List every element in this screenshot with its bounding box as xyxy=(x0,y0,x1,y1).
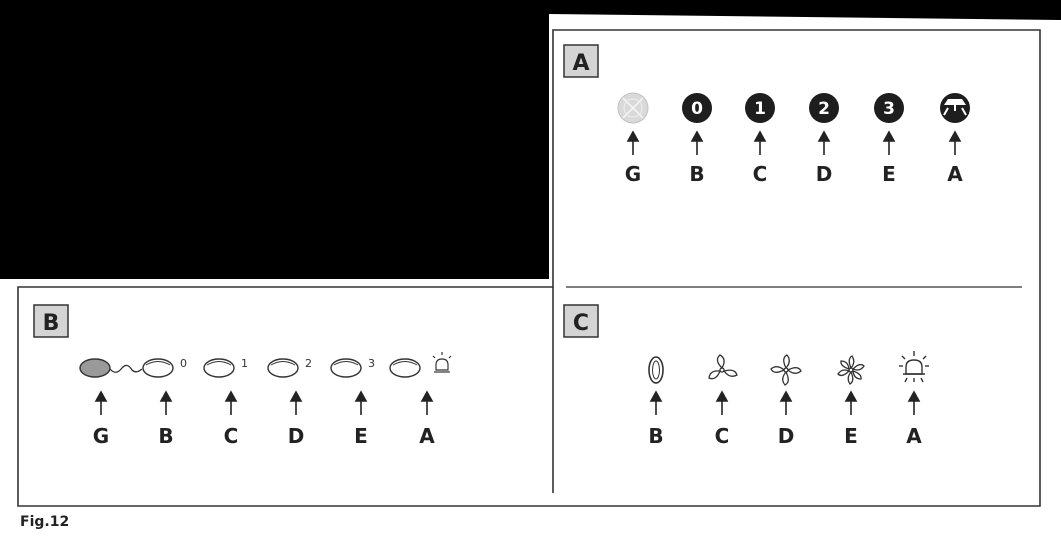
panel-a-button-text-1: 1 xyxy=(754,99,766,119)
zero-icon: 0 xyxy=(682,93,712,123)
panel-c-arrows xyxy=(649,390,921,415)
panel-b-label-a: A xyxy=(419,424,435,448)
fan-icon xyxy=(708,354,738,380)
panel-a-button-text-2: 2 xyxy=(818,99,830,119)
panel-b: B 0 1 2 3 xyxy=(33,304,452,448)
paper-background xyxy=(0,14,1061,542)
dimmed-x-icon xyxy=(617,92,649,124)
zero-icon xyxy=(648,356,664,384)
panel-c-label-d: D xyxy=(778,424,795,448)
panel-a-tag: A xyxy=(572,51,589,76)
button-icon xyxy=(330,358,362,378)
panel-c-label-a: A xyxy=(906,424,922,448)
fan-icon xyxy=(837,355,865,385)
panel-c: C xyxy=(563,304,929,448)
panel-c-tag: C xyxy=(573,311,589,336)
panel-b-label-g: G xyxy=(93,424,109,448)
three-icon: 3 xyxy=(874,93,904,123)
panel-b-tag-box xyxy=(33,304,69,338)
indicator-led-icon xyxy=(79,358,143,378)
panel-b-sup-3: 3 xyxy=(368,357,375,370)
panel-c-label-b: B xyxy=(648,424,663,448)
panel-c-label-e: E xyxy=(844,424,858,448)
panel-a-label-a: A xyxy=(947,162,963,186)
light-bulb-icon xyxy=(899,351,929,383)
panel-a-tag-box xyxy=(563,44,599,78)
panel-a-button-text-3: 3 xyxy=(883,99,895,119)
panel-b-label-b: B xyxy=(158,424,173,448)
two-icon: 2 xyxy=(809,93,839,123)
figure-caption: Fig.12 xyxy=(20,514,69,530)
button-icon xyxy=(203,358,235,378)
panel-b-sup-0: 0 xyxy=(180,357,187,370)
button-icon xyxy=(389,358,421,378)
panel-a-label-b: B xyxy=(689,162,704,186)
panel-a: A 0 1 2 3 xyxy=(563,44,970,186)
panel-b-label-e: E xyxy=(354,424,368,448)
panel-c-label-c: C xyxy=(715,424,730,448)
panel-a-arrows xyxy=(626,130,962,155)
light-bulb-icon xyxy=(432,352,452,373)
panel-b-label-c: C xyxy=(224,424,239,448)
panel-a-button-text-0: 0 xyxy=(691,99,703,119)
panel-b-sup-1: 1 xyxy=(241,357,248,370)
fan-icon xyxy=(770,354,802,386)
button-icon xyxy=(142,358,174,378)
panel-a-label-d: D xyxy=(816,162,833,186)
one-icon: 1 xyxy=(745,93,775,123)
panel-a-label-e: E xyxy=(882,162,896,186)
panel-a-label-c: C xyxy=(753,162,768,186)
panel-b-sup-2: 2 xyxy=(305,357,312,370)
button-icon xyxy=(267,358,299,378)
panel-c-tag-box xyxy=(563,304,599,338)
panel-b-label-d: D xyxy=(288,424,305,448)
panel-a-label-g: G xyxy=(625,162,641,186)
hood-light-icon xyxy=(940,93,970,123)
panel-b-arrows xyxy=(94,390,434,415)
panel-b-tag: B xyxy=(43,311,60,336)
